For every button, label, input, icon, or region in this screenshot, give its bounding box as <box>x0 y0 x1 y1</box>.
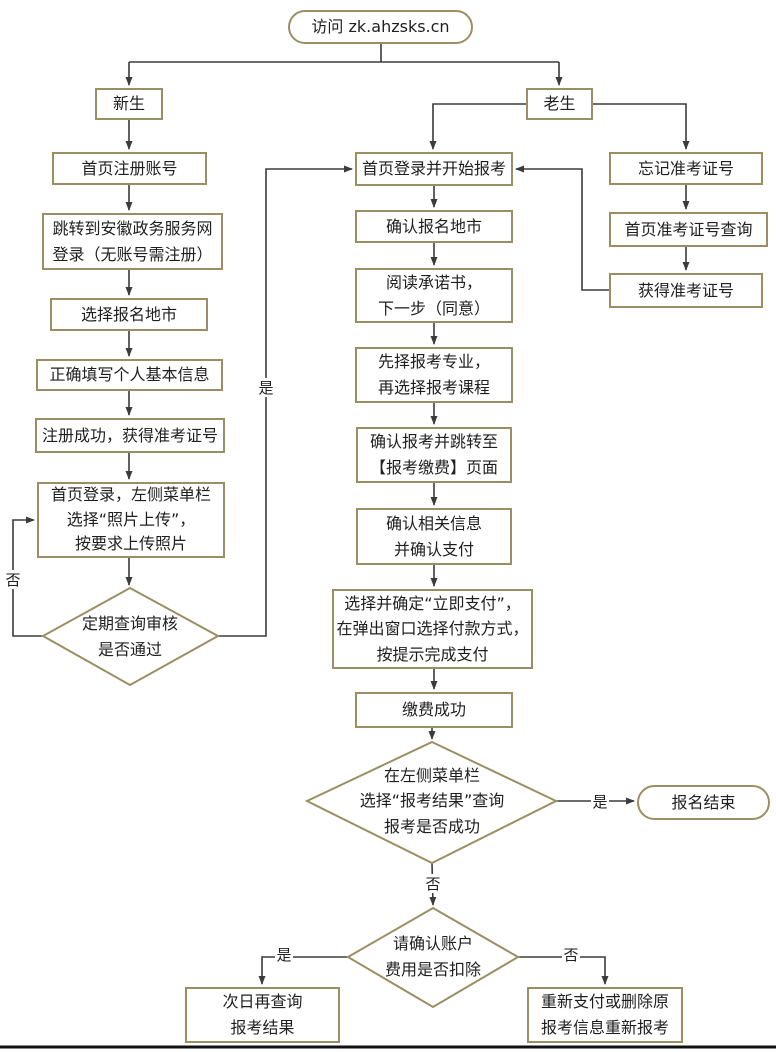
node-login-start: 首页登录并开始报考 <box>355 152 513 186</box>
edge-label-account-yes: 是 <box>275 945 293 964</box>
edge-account-no <box>518 956 609 985</box>
node-confirm-city: 确认报名地市 <box>355 210 513 243</box>
node-query-next-day: 次日再查询 报考结果 <box>185 987 340 1043</box>
edge-audit-yes <box>218 165 353 637</box>
diamond-account-check <box>346 906 520 1009</box>
node-ticket-query: 首页准考证号查询 <box>609 212 768 247</box>
node-confirm-pay-jump: 确认报考并跳转至 【报考缴费】页面 <box>356 427 512 483</box>
diamond-result-check <box>304 740 559 865</box>
node-result-check-label: 在左侧菜单栏 选择“报考结果”查询 报考是否成功 <box>359 765 505 836</box>
node-finish: 报名结束 <box>637 785 770 820</box>
node-visit-site: 访问 zk.ahzsks.cn <box>288 10 473 44</box>
node-pay-success: 缴费成功 <box>355 692 513 728</box>
edge-label-result-yes: 是 <box>591 792 609 811</box>
edge-old-to-login <box>429 103 526 150</box>
node-account-check-label: 请确认账户 费用是否扣除 <box>384 934 481 979</box>
edge-label-result-no: 否 <box>424 874 442 893</box>
node-select-city: 选择报名地市 <box>50 298 208 331</box>
edge-account-yes <box>258 956 348 985</box>
node-upload-photo: 首页登录，左侧菜单栏 选择“照片上传”， 按要求上传照片 <box>37 482 225 558</box>
node-register-success: 注册成功，获得准考证号 <box>35 418 225 453</box>
node-forgot-ticket: 忘记准考证号 <box>609 152 763 185</box>
edge-ticket-to-login <box>515 165 609 291</box>
edge-old-to-forgot <box>593 103 690 150</box>
node-register-account: 首页注册账号 <box>52 152 207 185</box>
edge-label-account-no: 否 <box>562 945 580 964</box>
node-audit-check-label: 定期查询审核 是否通过 <box>81 613 178 659</box>
edge-label-audit-no: 否 <box>4 570 22 589</box>
diamond-audit-check <box>40 586 221 687</box>
node-repay: 重新支付或删除原 报考信息重新报考 <box>527 987 683 1043</box>
node-old-student: 老生 <box>526 88 593 120</box>
node-read-promise: 阅读承诺书， 下一步（同意） <box>355 268 513 323</box>
node-new-student: 新生 <box>95 88 163 120</box>
node-pay-now: 选择并确定“立即支付”， 在弹出窗口选择付款方式， 按提示完成支付 <box>332 589 533 669</box>
node-jump-gov-login: 跳转到安徽政务服务网 登录（无账号需注册） <box>42 213 223 270</box>
node-choose-major: 先择报考专业， 再选择报考课程 <box>355 347 513 403</box>
node-fill-info: 正确填写个人基本信息 <box>36 359 223 391</box>
node-confirm-info: 确认相关信息 并确认支付 <box>356 508 512 565</box>
edge-label-audit-yes: 是 <box>257 378 275 397</box>
node-get-ticket: 获得准考证号 <box>609 273 763 308</box>
